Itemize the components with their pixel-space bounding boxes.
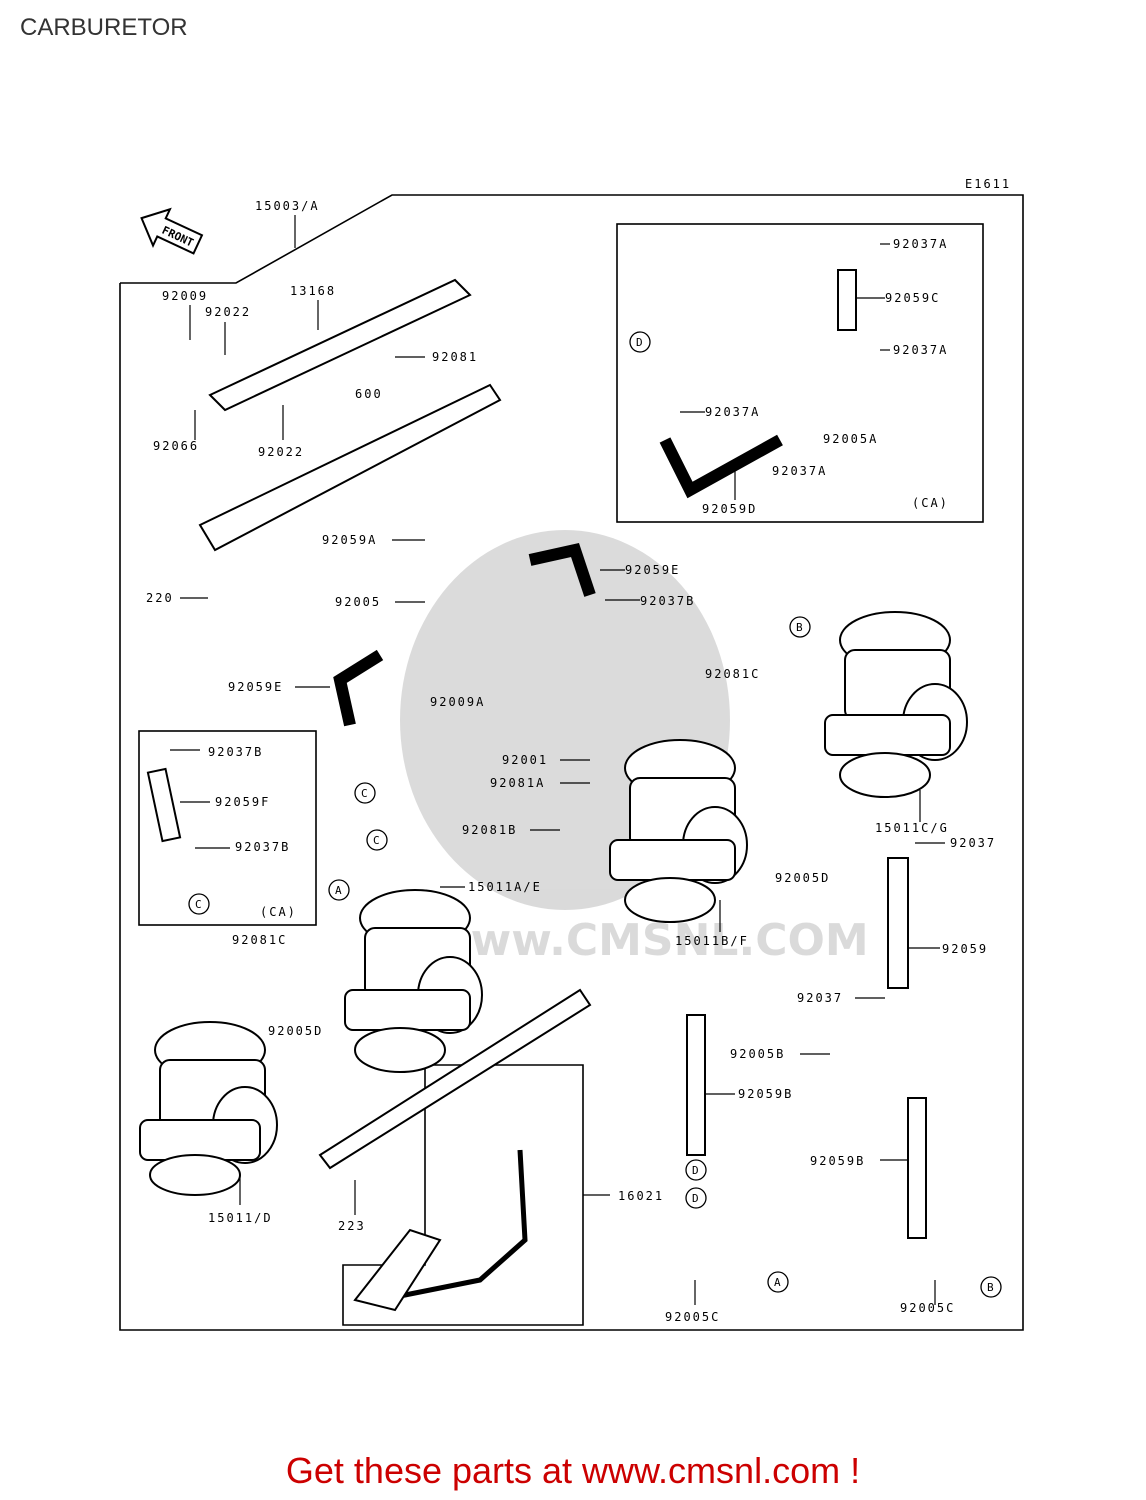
svg-text:B: B	[796, 621, 803, 634]
ref-markers: D B C C A D D A B C	[188, 331, 1002, 1298]
part-label: 92081C	[232, 933, 287, 947]
rail-upper	[198, 383, 502, 552]
hose-92059d	[659, 434, 783, 499]
part-label: 15011A/E	[468, 880, 542, 894]
part-label: 92059C	[885, 291, 940, 305]
carburetor-exploded-diagram: www.CMSNL.COM FRONT E1611	[119, 177, 1024, 1331]
ref-marker: D	[685, 1159, 707, 1181]
ref-marker: C	[354, 782, 376, 804]
part-label: 92005D	[775, 871, 830, 885]
part-label: 92059B	[738, 1087, 793, 1101]
part-label: 92037B	[640, 594, 695, 608]
inset-ca-left	[138, 730, 317, 926]
hose-92059b-right	[907, 1097, 927, 1239]
part-label: 15011B/F	[675, 934, 749, 948]
part-label: 92059F	[215, 795, 270, 809]
hose-92059e-upper	[528, 542, 596, 597]
cable-16021	[379, 1149, 528, 1303]
get-parts-link[interactable]: Get these parts at www.cmsnl.com !	[285, 1450, 861, 1491]
ref-marker: C	[366, 829, 388, 851]
part-label: 220	[146, 591, 174, 605]
throttle-lever	[353, 1228, 442, 1312]
part-label: 92037B	[235, 840, 290, 854]
hose-92059e-lower	[333, 649, 384, 727]
part-label: 92005C	[665, 1310, 720, 1324]
part-label: 15003/A	[255, 199, 320, 213]
rail-lower	[318, 988, 592, 1170]
part-label: 16021	[618, 1189, 664, 1203]
part-label: (CA)	[912, 496, 949, 510]
svg-text:C: C	[195, 898, 202, 911]
part-label: 92009	[162, 289, 208, 303]
watermark-text: www.CMSNL.COM	[430, 915, 869, 966]
part-label: 92037A	[893, 343, 948, 357]
part-label: 92059E	[228, 680, 283, 694]
part-label: 92059	[942, 942, 988, 956]
bracket-13168	[208, 278, 472, 412]
part-label: 92005C	[900, 1301, 955, 1315]
part-label: 92059D	[702, 502, 757, 516]
ref-marker: A	[328, 879, 350, 901]
part-label: (CA)	[260, 905, 297, 919]
part-label: 92037A	[893, 237, 948, 251]
part-label: 92059A	[322, 533, 377, 547]
part-label: 92066	[153, 439, 199, 453]
part-labels: 15003/A 13168 92009 92022 92081 600 9206…	[146, 199, 996, 1324]
diagram-code: E1611	[965, 177, 1011, 191]
part-label: 92022	[258, 445, 304, 459]
svg-text:D: D	[692, 1164, 699, 1177]
part-label: 92081B	[462, 823, 517, 837]
ref-marker: A	[767, 1271, 789, 1293]
part-label: 92022	[205, 305, 251, 319]
ref-marker: B	[980, 1276, 1002, 1298]
carburetor-15011-bf	[609, 739, 748, 923]
part-label: 15011/D	[208, 1211, 273, 1225]
hose-92059c	[837, 269, 857, 331]
part-label: 92001	[502, 753, 548, 767]
part-label: 92009A	[430, 695, 485, 709]
hose-92059	[887, 857, 909, 989]
part-label: 92005B	[730, 1047, 785, 1061]
ref-marker: D	[629, 331, 651, 353]
page-title: CARBURETOR	[20, 14, 188, 41]
part-label: 92037A	[772, 464, 827, 478]
svg-text:C: C	[373, 834, 380, 847]
svg-text:C: C	[361, 787, 368, 800]
part-label: 92005A	[823, 432, 878, 446]
part-label: 92005	[335, 595, 381, 609]
part-label: 92059E	[625, 563, 680, 577]
part-label: 92037	[950, 836, 996, 850]
part-label: 600	[355, 387, 383, 401]
part-label: 92081	[432, 350, 478, 364]
part-label: 92037	[797, 991, 843, 1005]
svg-text:A: A	[335, 884, 342, 897]
carburetor-15011-ae	[344, 889, 483, 1073]
ref-marker: B	[789, 616, 811, 638]
hose-92059f	[146, 767, 182, 843]
part-label: 223	[338, 1219, 366, 1233]
hose-92059b-center	[686, 1014, 706, 1156]
part-label: 92037A	[705, 405, 760, 419]
part-label: 15011C/G	[875, 821, 949, 835]
ref-marker: C	[188, 893, 210, 915]
part-label: 92081C	[705, 667, 760, 681]
diagram-frame	[119, 194, 1024, 1331]
svg-text:B: B	[987, 1281, 994, 1294]
part-label: 92005D	[268, 1024, 323, 1038]
front-arrow-icon: FRONT	[140, 207, 204, 255]
inset-ca-top	[616, 223, 984, 523]
part-label: 92059B	[810, 1154, 865, 1168]
ref-marker: D	[685, 1187, 707, 1209]
svg-text:A: A	[774, 1276, 781, 1289]
carburetor-15011-cg	[824, 611, 968, 798]
part-label: 92037B	[208, 745, 263, 759]
svg-text:D: D	[692, 1192, 699, 1205]
part-label: 92081A	[490, 776, 545, 790]
carburetor-15011-d	[139, 1021, 278, 1196]
part-label: 13168	[290, 284, 336, 298]
svg-text:D: D	[636, 336, 643, 349]
